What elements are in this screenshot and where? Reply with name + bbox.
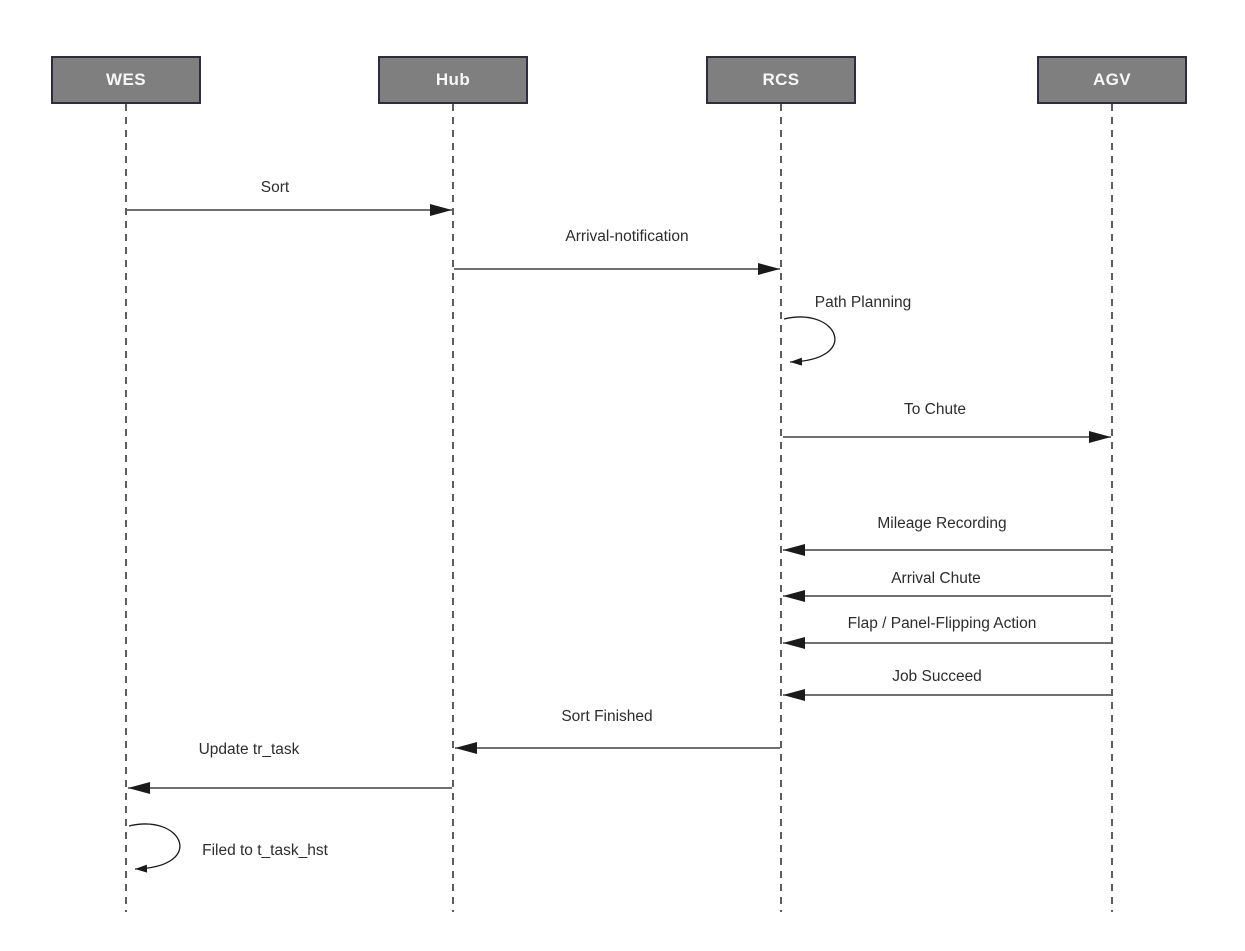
message-label-filed-to-t-task-hst: Filed to t_task_hst (202, 842, 328, 859)
actor-box-hub: Hub (378, 56, 528, 104)
actor-label-wes: WES (106, 70, 146, 89)
message-label-path-planning: Path Planning (814, 294, 912, 311)
message-label-sort-finished: Sort Finished (561, 708, 653, 725)
message-label-update-tr-task: Update tr_task (198, 741, 300, 758)
message-label-flap-action: Flap / Panel-Flipping Action (847, 615, 1037, 632)
actor-box-rcs: RCS (706, 56, 856, 104)
message-label-arrival-notification: Arrival-notification (565, 228, 689, 245)
message-label-job-succeed: Job Succeed (892, 668, 982, 685)
actor-label-agv: AGV (1092, 70, 1132, 89)
message-label-to-chute: To Chute (903, 401, 967, 418)
actor-box-wes: WES (51, 56, 201, 104)
actor-label-hub: Hub (435, 70, 471, 89)
message-label-mileage-recording: Mileage Recording (877, 515, 1007, 532)
message-label-sort: Sort (260, 179, 290, 196)
self-loop-filed-to-t-task-hst (128, 823, 181, 873)
self-loop-path-planning (783, 316, 836, 366)
message-label-arrival-chute: Arrival Chute (891, 570, 981, 587)
actor-box-agv: AGV (1037, 56, 1187, 104)
actor-label-rcs: RCS (762, 70, 800, 89)
